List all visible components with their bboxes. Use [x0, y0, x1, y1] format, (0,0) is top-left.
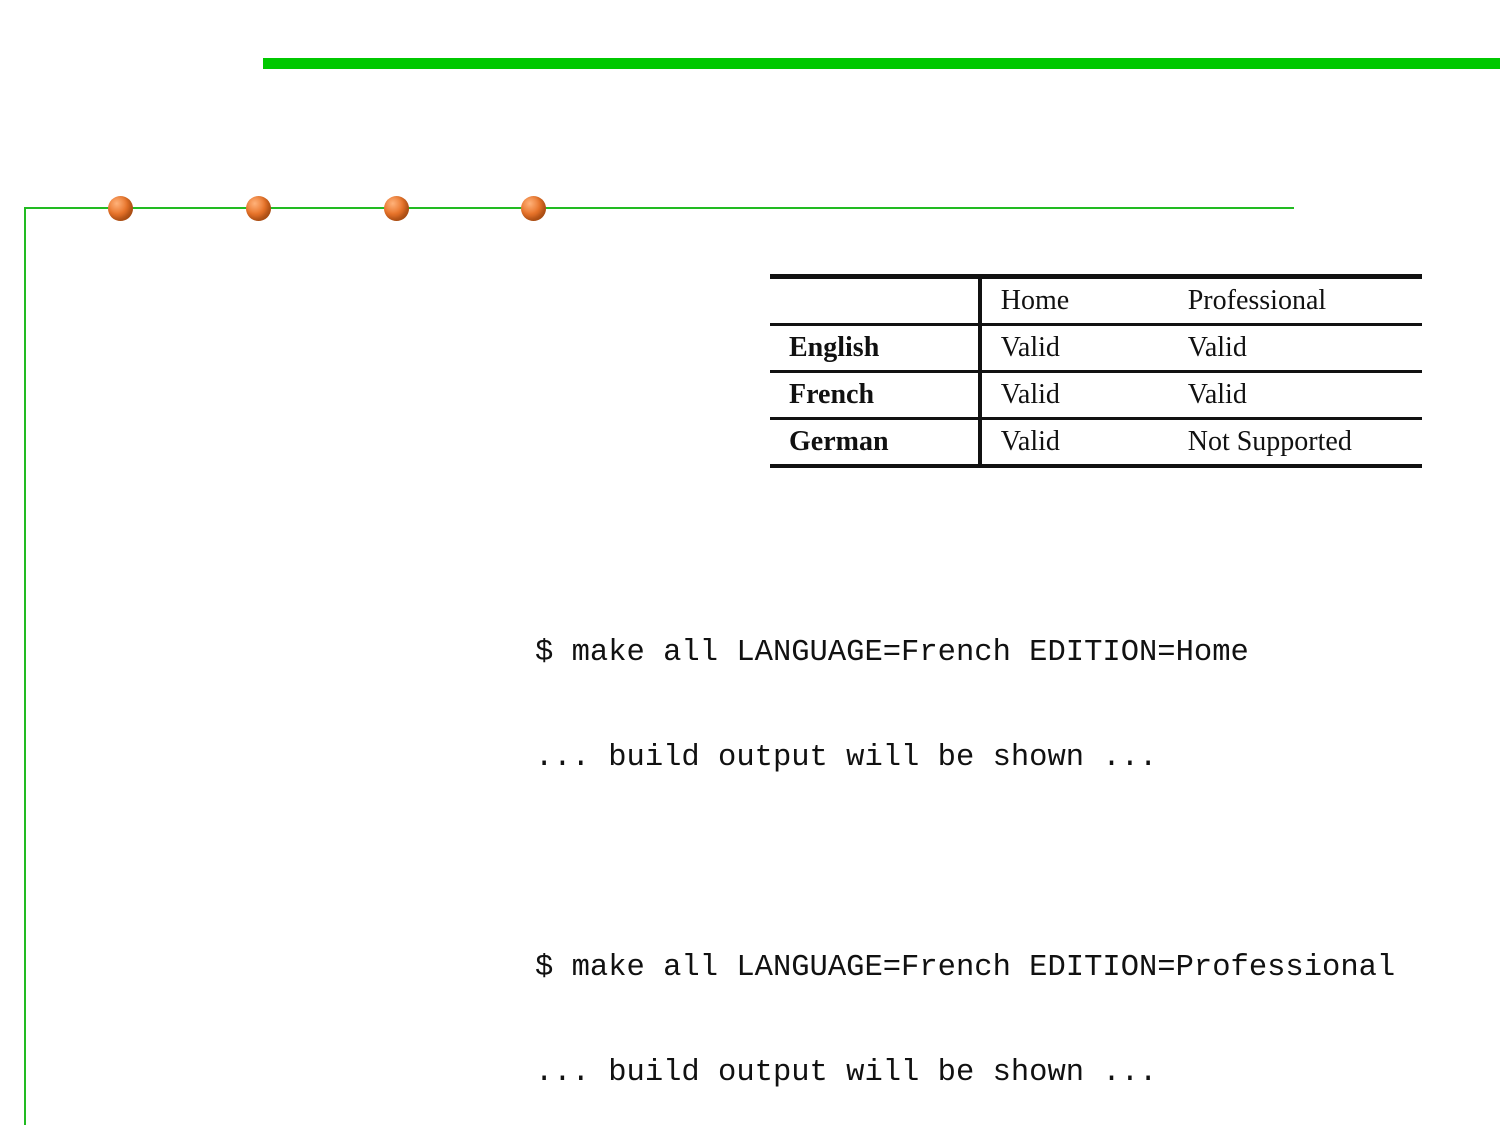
- table-header-row: Home Professional: [770, 274, 1422, 326]
- cell-english-home: Valid: [979, 324, 1169, 373]
- cell-french-professional: Valid: [1168, 371, 1422, 420]
- horizontal-rule: [24, 207, 1294, 209]
- command-line-home: $ make all LANGUAGE=French EDITION=Home: [535, 636, 1249, 670]
- header-professional: Professional: [1168, 274, 1422, 326]
- row-label-french: French: [770, 371, 982, 420]
- orange-sphere-icon: [246, 196, 271, 221]
- cell-german-home: Valid: [979, 418, 1169, 468]
- table-row: French Valid Valid: [770, 371, 1422, 420]
- table-row: German Valid Not Supported: [770, 418, 1422, 468]
- output-line: ... build output will be shown ...: [535, 741, 1158, 775]
- table-corner-cell: [770, 274, 982, 326]
- orange-sphere-icon: [521, 196, 546, 221]
- orange-sphere-icon: [108, 196, 133, 221]
- output-line: ... build output will be shown ...: [535, 1056, 1158, 1090]
- orange-sphere-icon: [384, 196, 409, 221]
- row-label-english: English: [770, 324, 982, 373]
- cell-german-professional: Not Supported: [1168, 418, 1422, 468]
- row-label-german: German: [770, 418, 982, 468]
- accent-top-bar: [263, 58, 1500, 69]
- header-home: Home: [979, 274, 1169, 326]
- command-example-block: $ make all LANGUAGE=French EDITION=Home …: [535, 566, 1395, 1126]
- table-row: English Valid Valid: [770, 324, 1422, 373]
- cell-english-professional: Valid: [1168, 324, 1422, 373]
- blank-line: [535, 846, 1395, 881]
- cell-french-home: Valid: [979, 371, 1169, 420]
- command-line-professional: $ make all LANGUAGE=French EDITION=Profe…: [535, 951, 1396, 985]
- vertical-rule: [24, 207, 26, 1125]
- edition-language-table: Home Professional English Valid Valid Fr…: [770, 274, 1422, 468]
